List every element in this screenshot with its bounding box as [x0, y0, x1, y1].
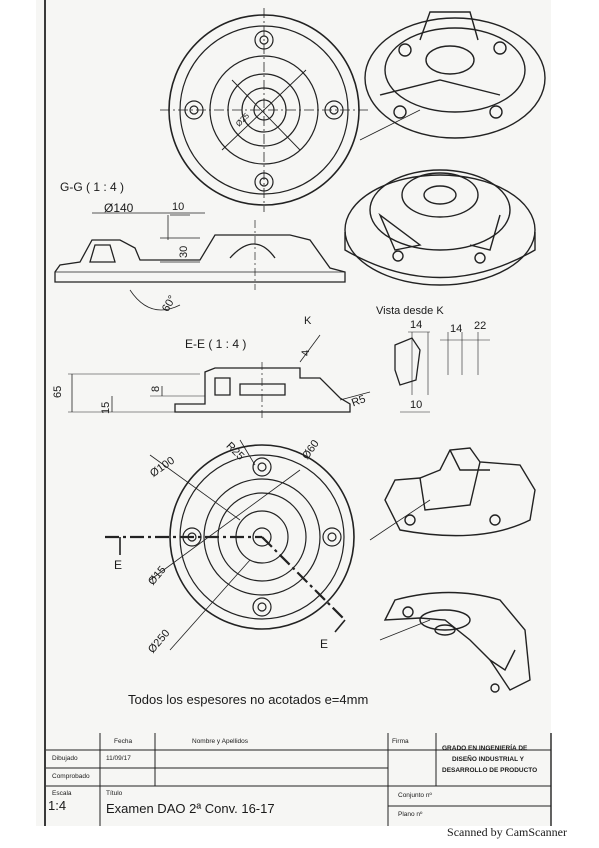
dim-65: 65	[52, 385, 64, 398]
scanner-watermark: Scanned by CamScanner	[447, 825, 567, 839]
section-gg-label: G-G ( 1 : 4 )	[60, 180, 125, 194]
iso-view-1	[359, 11, 546, 141]
cut-label-e-left: E	[114, 558, 123, 572]
thickness-note: Todos los espesores no acotados e=4mm	[128, 692, 369, 707]
tb-nombre-label: Nombre y Apellidos	[192, 738, 248, 745]
tb-escala-value: 1:4	[48, 798, 67, 813]
tb-titulo-label: Título	[106, 790, 123, 797]
section-gg	[54, 212, 346, 311]
tb-institution-1: GRADO EN INGENIERÍA DE	[442, 745, 528, 752]
dim-10-top: 10	[172, 201, 185, 213]
dim-k-10: 10	[410, 399, 423, 411]
dim-15: 15	[100, 401, 112, 414]
title-block-grid	[46, 733, 552, 826]
dim-30: 30	[178, 245, 190, 258]
section-ee	[68, 334, 371, 420]
tb-dibujado-date: 11/09/17	[106, 755, 131, 762]
tb-titulo-value: Examen DAO 2ª Conv. 16-17	[106, 801, 275, 816]
arrow-label-k: K	[304, 315, 312, 327]
iso-view-3	[369, 447, 536, 541]
tb-comprobado-label: Comprobado	[52, 773, 90, 780]
tb-plano-label: Plano nº	[398, 811, 423, 818]
section-ee-label: E-E ( 1 : 4 )	[185, 337, 247, 351]
dim-4: 4	[300, 349, 312, 356]
dim-k-14a: 14	[410, 319, 423, 331]
top-view	[160, 8, 370, 212]
tb-firma-label: Firma	[392, 738, 409, 745]
bottom-plan-view	[105, 439, 355, 651]
tb-institution-3: DESARROLLO DE PRODUCTO	[442, 767, 538, 774]
tb-institution-2: DISEÑO INDUSTRIAL Y	[452, 756, 524, 763]
dim-k-22: 22	[474, 320, 487, 332]
dim-d140: Ø140	[104, 201, 134, 215]
tb-conjunto-label: Conjunto nº	[398, 792, 432, 799]
cut-label-e-right: E	[320, 637, 329, 651]
tb-fecha-label: Fecha	[114, 738, 133, 745]
dim-8: 8	[150, 385, 162, 392]
view-k	[394, 331, 490, 413]
iso-view-4	[379, 591, 531, 693]
tb-dibujado-label: Dibujado	[52, 755, 78, 762]
sheet-border	[44, 0, 46, 826]
dim-k-14b: 14	[450, 323, 463, 335]
tb-escala-label: Escala	[52, 790, 72, 797]
view-k-label: Vista desde K	[376, 305, 444, 317]
iso-view-2	[344, 169, 536, 286]
